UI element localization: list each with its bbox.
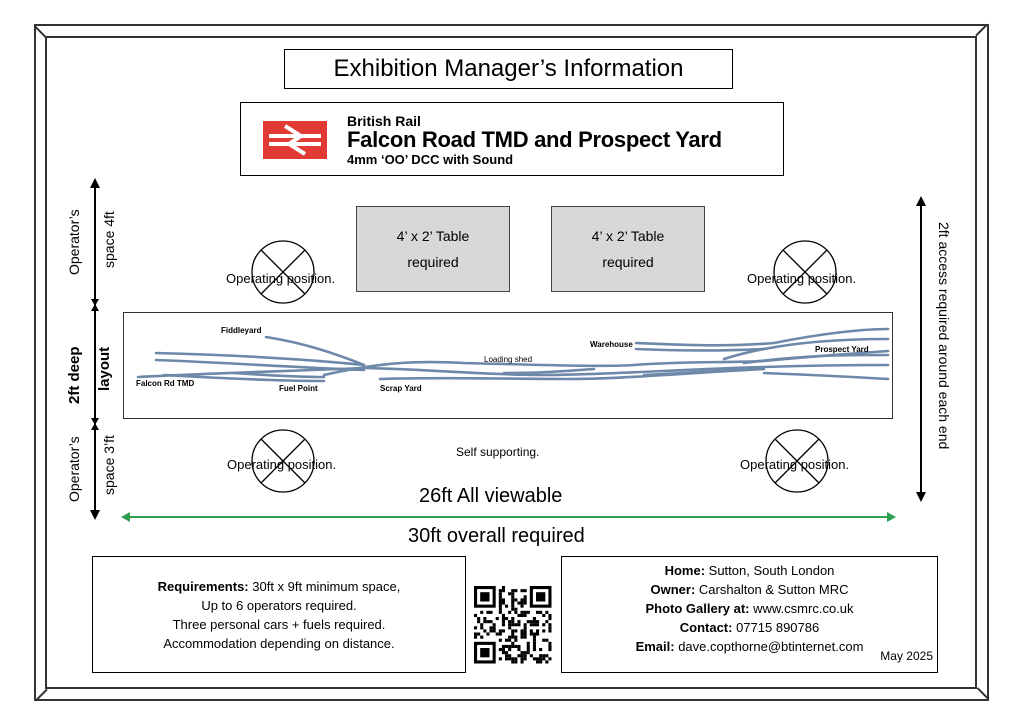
requirements-space: 30ft x 9ft minimum space,: [248, 578, 401, 594]
operating-position-label: Operating position.: [226, 271, 336, 286]
access-requirement-label: 2ft access required around each end: [936, 222, 952, 450]
operating-position-label: Operating position.: [747, 271, 857, 286]
page-title-text: Exhibition Manager’s Information: [333, 55, 684, 82]
self-supporting-note: Self supporting.: [456, 445, 540, 459]
british-rail-logo-icon: [263, 121, 327, 159]
owner-label: Owner:: [650, 582, 696, 597]
contact-email: Email: dave.copthorne@btinternet.com: [562, 637, 937, 656]
overall-length-label: 30ft overall required: [408, 525, 585, 547]
operating-position-label: Operating position.: [740, 457, 850, 472]
requirements-line4: Accommodation depending on distance.: [163, 635, 395, 651]
table-right-line2: required: [602, 254, 654, 270]
track-label-falcon: Falcon Rd TMD: [136, 379, 195, 388]
owner-value: Carshalton & Sutton MRC: [695, 582, 849, 597]
home-label: Home:: [664, 563, 706, 578]
gallery-link[interactable]: www.csmrc.co.uk: [749, 601, 854, 616]
track-label-scrap-yard: Scrap Yard: [380, 384, 422, 393]
phone-label: Contact:: [679, 620, 733, 635]
banner-title: Falcon Road TMD and Prospect Yard: [347, 127, 722, 152]
overall-length-arrow: [121, 512, 896, 522]
table-left-line1: 4’ x 2’ Table: [396, 228, 470, 244]
requirements-line3: Three personal cars + fuels required.: [172, 616, 386, 632]
contact-owner: Owner: Carshalton & Sutton MRC: [562, 580, 937, 599]
home-value: Sutton, South London: [705, 563, 835, 578]
viewable-length-label: 26ft All viewable: [419, 485, 563, 507]
track-label-loading-shed: Loading shed: [484, 355, 533, 364]
contact-gallery: Photo Gallery at: www.csmrc.co.uk: [562, 599, 937, 618]
operating-position-icon: [251, 429, 315, 493]
table-left-line2: required: [407, 254, 459, 270]
page-title: Exhibition Manager’s Information: [284, 49, 733, 89]
br-banner: British Rail Falcon Road TMD and Prospec…: [240, 102, 784, 176]
phone-value: 07715 890786: [732, 620, 820, 635]
left-dimension-arrow: [90, 178, 100, 520]
right-dimension-arrow: [916, 196, 926, 502]
layout-depth-line2: layout: [96, 346, 113, 391]
operating-position-icon: [251, 240, 315, 304]
operating-position-label: Operating position.: [227, 457, 337, 472]
layout-board: Fiddleyard Falcon Rd TMD Fuel Point Scra…: [123, 312, 893, 419]
track-label-prospect-yard: Prospect Yard: [815, 345, 869, 354]
requirements-line2: Up to 6 operators required.: [201, 597, 357, 613]
requirements-line1: Requirements: 30ft x 9ft minimum space,: [158, 577, 401, 596]
issue-date: May 2025: [880, 649, 933, 663]
operator-space-bottom-line1: Operator’s: [66, 436, 82, 502]
requirements-box: Requirements: 30ft x 9ft minimum space, …: [92, 556, 466, 673]
table-requirement-right: 4’ x 2’ Table required: [551, 206, 705, 292]
outer-frame: [34, 24, 989, 701]
gallery-label: Photo Gallery at:: [645, 601, 750, 616]
requirements-label: Requirements:: [157, 578, 249, 594]
contact-home: Home: Sutton, South London: [562, 561, 937, 580]
banner-scale: 4mm ‘OO’ DCC with Sound: [347, 152, 514, 167]
qr-code-icon: [474, 586, 552, 664]
operator-space-bottom-line2: space 3’ft: [101, 435, 117, 495]
email-label: Email:: [635, 639, 675, 654]
email-link[interactable]: dave.copthorne@btinternet.com: [674, 639, 864, 654]
operating-position-icon: [765, 429, 829, 493]
layout-depth-line1: 2ft deep: [66, 346, 83, 404]
contact-phone: Contact: 07715 890786: [562, 618, 937, 637]
banner-subtitle: British Rail: [347, 113, 421, 129]
track-label-fiddleyard: Fiddleyard: [221, 326, 262, 335]
operating-position-icon: [773, 240, 837, 304]
operator-space-top-line1: Operator’s: [66, 209, 82, 275]
table-requirement-left: 4’ x 2’ Table required: [356, 206, 510, 292]
track-label-fuel-point: Fuel Point: [279, 384, 318, 393]
table-right-line1: 4’ x 2’ Table: [591, 228, 665, 244]
contact-box: Home: Sutton, South London Owner: Carsha…: [561, 556, 938, 673]
inner-frame: [45, 36, 977, 689]
operator-space-top-line2: space 4ft: [101, 211, 117, 268]
track-label-warehouse: Warehouse: [590, 340, 633, 349]
track-plan: [136, 327, 890, 383]
